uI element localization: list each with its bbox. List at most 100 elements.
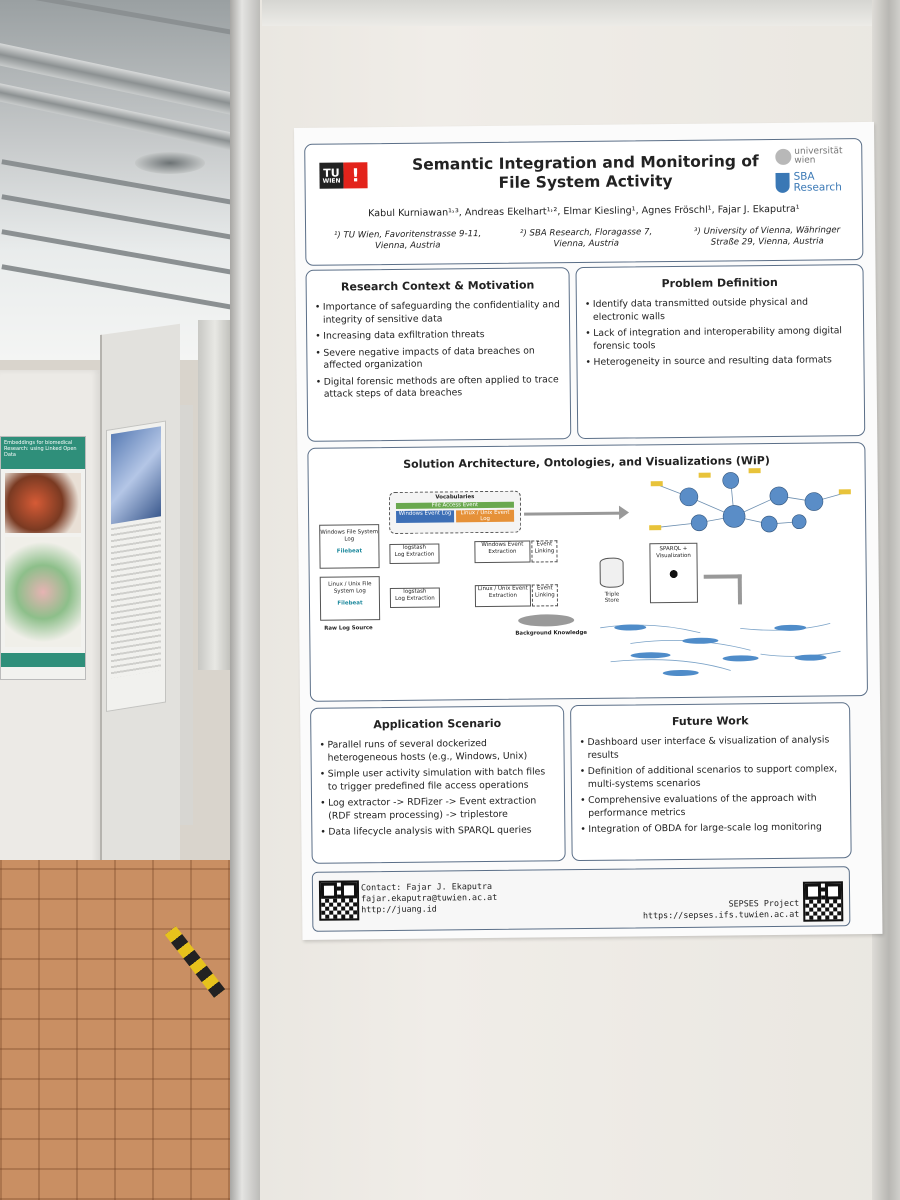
ontology-graph xyxy=(649,468,851,533)
event-linking-box: Event Linking xyxy=(531,584,559,607)
tu-wien-logo-mark: TU WIEN xyxy=(319,162,344,189)
list-item: Log extractor -> RDFizer -> Event extrac… xyxy=(328,795,556,822)
project-qr-code-icon[interactable] xyxy=(802,881,844,922)
background-knowledge-db-icon xyxy=(518,614,575,627)
linux-event-log-label: Linux / Unix Event Log xyxy=(456,509,515,523)
background-poster-image xyxy=(5,473,81,533)
triple-store-icon xyxy=(599,557,624,588)
list-item: Identify data transmitted outside physic… xyxy=(593,296,855,324)
partner-logos: universität wien SBA Research xyxy=(775,146,857,194)
background-poster-text xyxy=(111,520,161,679)
project-info: SEPSES Project https://sepses.ifs.tuwien… xyxy=(643,898,800,922)
raw-log-source-label: Raw Log Source xyxy=(324,625,373,632)
logstash-linux-box: logstash Log Extraction xyxy=(389,587,441,609)
future-work-list: Dashboard user interface & visualization… xyxy=(571,734,850,836)
solution-architecture-section: Solution Architecture, Ontologies, and V… xyxy=(307,442,868,702)
univie-logo-text: universität wien xyxy=(794,146,843,166)
application-scenario-list: Parallel runs of several dockerized hete… xyxy=(311,737,564,839)
research-context-list: Importance of safeguarding the confident… xyxy=(307,299,570,401)
research-context-title: Research Context & Motivation xyxy=(340,278,535,294)
sba-logo-text: SBA Research xyxy=(793,171,841,194)
contact-qr-code-icon[interactable] xyxy=(318,880,360,921)
affiliation-1-line1: ¹) TU Wien, Favoritenstrasse 9-11, xyxy=(333,229,482,241)
windows-event-extraction-label: Windows Event Extraction xyxy=(481,541,524,555)
arrow-to-visualization xyxy=(703,574,742,579)
background-poster-footer xyxy=(1,653,85,667)
windows-event-extraction-box: Windows Event Extraction xyxy=(474,540,531,564)
future-work-title: Future Work xyxy=(671,714,749,729)
file-access-event-label: File Access Event xyxy=(395,501,514,509)
contact-url[interactable]: http://juang.id xyxy=(361,903,437,915)
event-linking-box: Event Linking xyxy=(531,540,558,563)
list-item: Importance of safeguarding the confident… xyxy=(323,299,561,326)
vocabularies-label: Vocabularies xyxy=(435,494,475,501)
ceiling-beam xyxy=(1,0,239,36)
background-knowledge-label: Background Knowledge xyxy=(515,629,588,637)
list-item: Severe negative impacts of data breaches… xyxy=(323,345,561,372)
list-item: Definition of additional scenarios to su… xyxy=(588,763,842,791)
project-url[interactable]: https://sepses.ifs.tuwien.ac.at xyxy=(642,908,800,921)
affiliation-3: ³) University of Vienna, Währinger Straß… xyxy=(674,225,860,249)
windows-fs-log-box: Windows File System Log Filebeat xyxy=(319,524,380,569)
linux-event-extraction-label: Linux / Unix Event Extraction xyxy=(477,585,528,599)
affiliation-1-line2: Vienna, Austria xyxy=(374,240,441,252)
linux-event-extraction-box: Linux / Unix Event Extraction xyxy=(474,584,532,608)
affiliation-2-line1: ²) SBA Research, Floragasse 7, xyxy=(519,227,653,239)
arrow-to-visualization xyxy=(737,574,743,605)
sba-research-logo: SBA Research xyxy=(775,171,857,194)
univie-logo: universität wien xyxy=(775,146,857,166)
log-extraction-label: Log Extraction xyxy=(395,595,435,602)
application-scenario-section: Application Scenario Parallel runs of se… xyxy=(310,705,566,864)
tu-logo-line1: TU xyxy=(323,166,340,180)
event-visualization-graph xyxy=(600,623,841,676)
contact-footer: Contact: Fajar J. Ekaputra fajar.ekaputr… xyxy=(311,866,851,932)
tu-logo-exclamation: ! xyxy=(343,162,368,189)
sparql-visualization-label: SPARQL + Visualization xyxy=(656,545,691,559)
graph-icon xyxy=(664,564,683,584)
filebeat-label: Filebeat xyxy=(336,548,363,555)
filebeat-label: Filebeat xyxy=(337,600,363,607)
affiliation-2: ²) SBA Research, Floragasse 7, Vienna, A… xyxy=(501,227,671,251)
problem-definition-section: Problem Definition Identify data transmi… xyxy=(575,264,866,440)
logstash-windows-box: logstash Log Extraction xyxy=(389,543,440,565)
background-poster-middle xyxy=(106,420,166,712)
tiled-floor xyxy=(0,860,240,1200)
list-item: Increasing data exfiltration threats xyxy=(323,328,561,343)
sparql-visualization-box: SPARQL + Visualization xyxy=(649,542,698,604)
windows-event-log-label: Windows Event Log xyxy=(396,510,455,523)
contact-email[interactable]: fajar.ekaputra@tuwien.ac.at xyxy=(361,891,498,904)
triple-store-label: Triple Store xyxy=(604,591,620,604)
problem-definition-title: Problem Definition xyxy=(661,275,778,291)
list-item: Lack of integration and interoperability… xyxy=(593,325,855,353)
list-item: Comprehensive evaluations of the approac… xyxy=(588,792,842,820)
poster-title: Semantic Integration and Monitoring of F… xyxy=(385,152,785,194)
linux-fs-log-box: Linux / Unix File System Log Filebeat xyxy=(319,576,381,621)
research-context-section: Research Context & Motivation Importance… xyxy=(305,267,572,442)
background-poster-image xyxy=(111,426,161,525)
arrow-to-ontology xyxy=(524,511,625,516)
future-work-section: Future Work Dashboard user interface & v… xyxy=(570,702,852,862)
list-item: Data lifecycle analysis with SPARQL quer… xyxy=(328,824,556,839)
poster-header: TU WIEN ! Semantic Integration and Monit… xyxy=(304,138,864,266)
board-top-gap xyxy=(262,0,900,26)
background-poster-image xyxy=(5,537,81,647)
event-linking-label: Event Linking xyxy=(534,585,555,599)
board-frame-left xyxy=(230,0,260,1200)
list-item: Heterogeneity in source and resulting da… xyxy=(593,354,855,369)
hall-column xyxy=(198,320,232,670)
background-poster-title: Embeddings for biomedical Research: usin… xyxy=(1,437,85,469)
ceiling-beam xyxy=(1,194,239,241)
affiliation-2-line2: Vienna, Austria xyxy=(553,238,620,250)
windows-fs-log-label: Windows File System Log xyxy=(320,529,379,542)
affiliation-3-line2: Straße 29, Vienna, Austria xyxy=(710,236,824,248)
list-item: Integration of OBDA for large-scale log … xyxy=(588,821,842,836)
author-list: Kabul Kurniawan¹˒³, Andreas Ekelhart¹˒²,… xyxy=(368,203,800,220)
background-poster-left: Embeddings for biomedical Research: usin… xyxy=(0,436,86,680)
ceiling-beam xyxy=(1,229,239,276)
list-item: Digital forensic methods are often appli… xyxy=(324,374,562,401)
univie-seal-icon xyxy=(775,148,792,165)
tu-logo-line2: WIEN xyxy=(322,177,341,185)
list-item: Parallel runs of several dockerized hete… xyxy=(327,737,555,764)
sba-logo-sub: Research xyxy=(793,181,842,194)
tu-wien-logo: TU WIEN ! xyxy=(319,162,368,189)
